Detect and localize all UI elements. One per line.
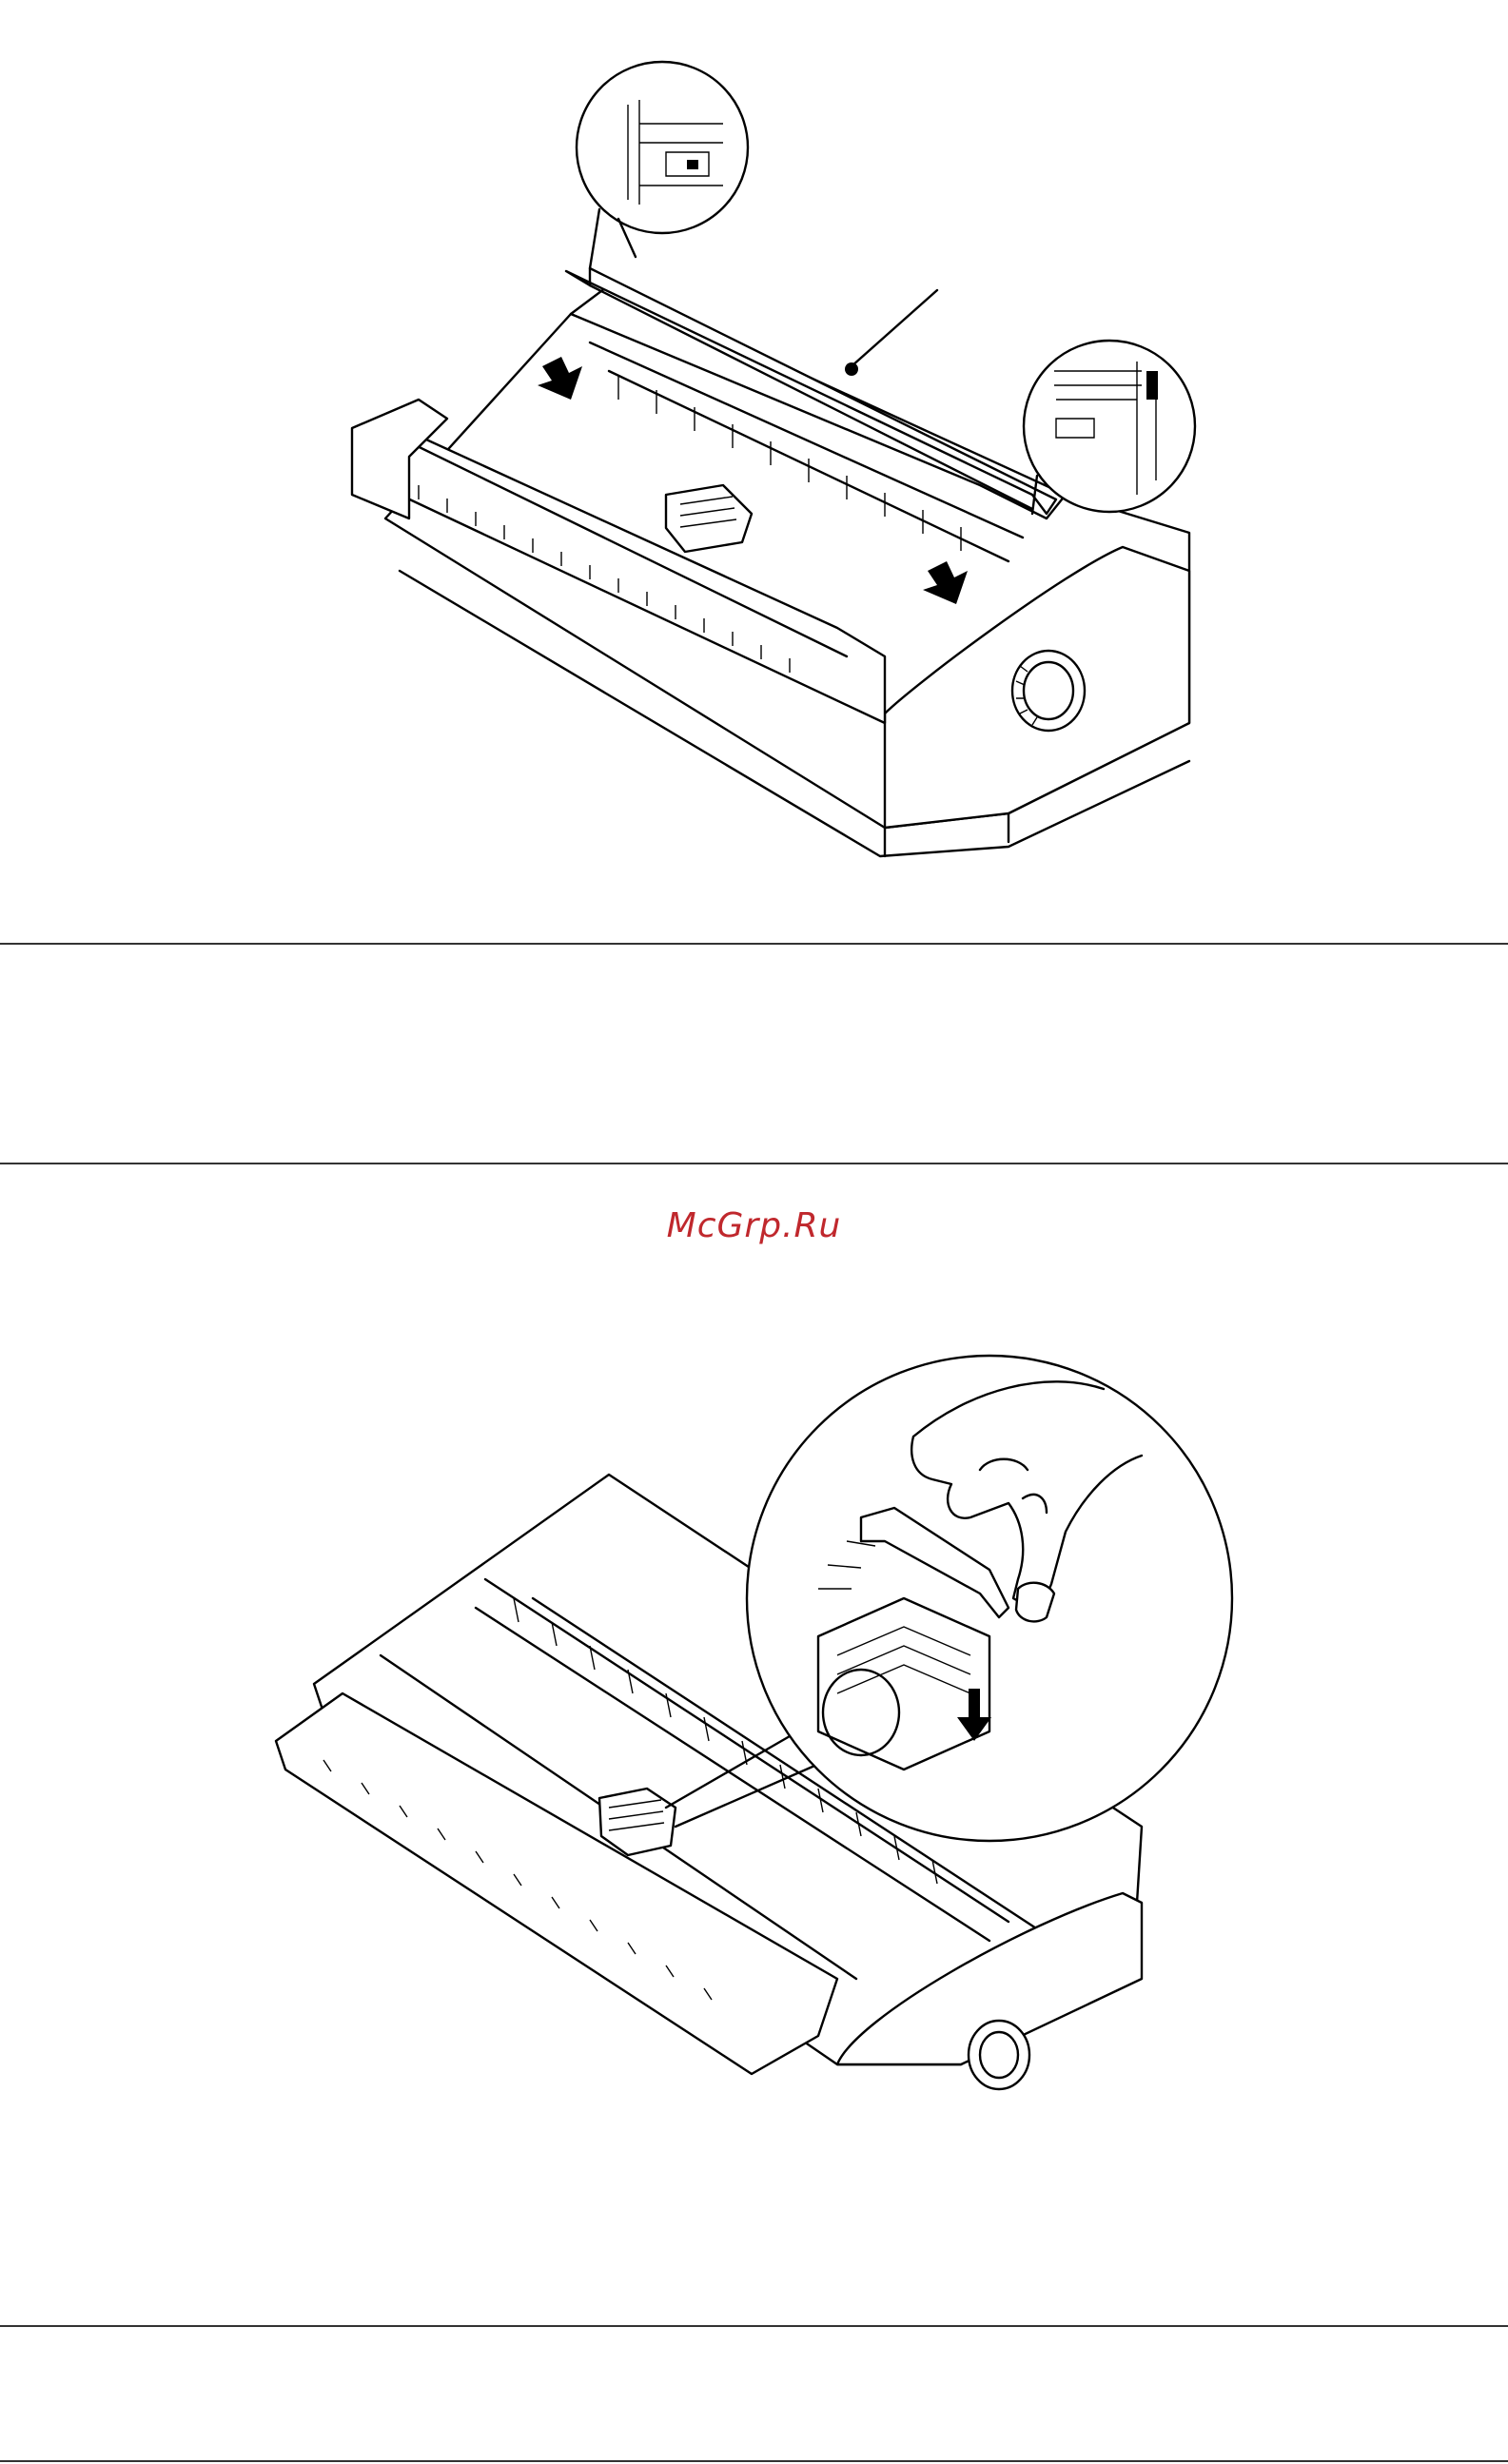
printer-top-drawing (0, 0, 1508, 942)
platen-knob (1012, 651, 1085, 731)
callout-pointer (845, 290, 937, 376)
divider-line (0, 943, 1508, 945)
detail-callout-hand (747, 1356, 1232, 1841)
divider-line (0, 1163, 1508, 1164)
printer-illustration-top (0, 0, 1508, 942)
divider-line (0, 2460, 1508, 2462)
detail-callout-left (577, 62, 748, 268)
platen-knob (969, 2021, 1029, 2089)
printer-bottom-drawing (0, 1313, 1508, 2321)
divider-line (0, 2325, 1508, 2327)
detail-callout-right (1024, 341, 1195, 514)
printer-illustration-bottom (0, 1313, 1508, 2321)
watermark-text: McGrp.Ru (0, 1206, 1508, 1245)
